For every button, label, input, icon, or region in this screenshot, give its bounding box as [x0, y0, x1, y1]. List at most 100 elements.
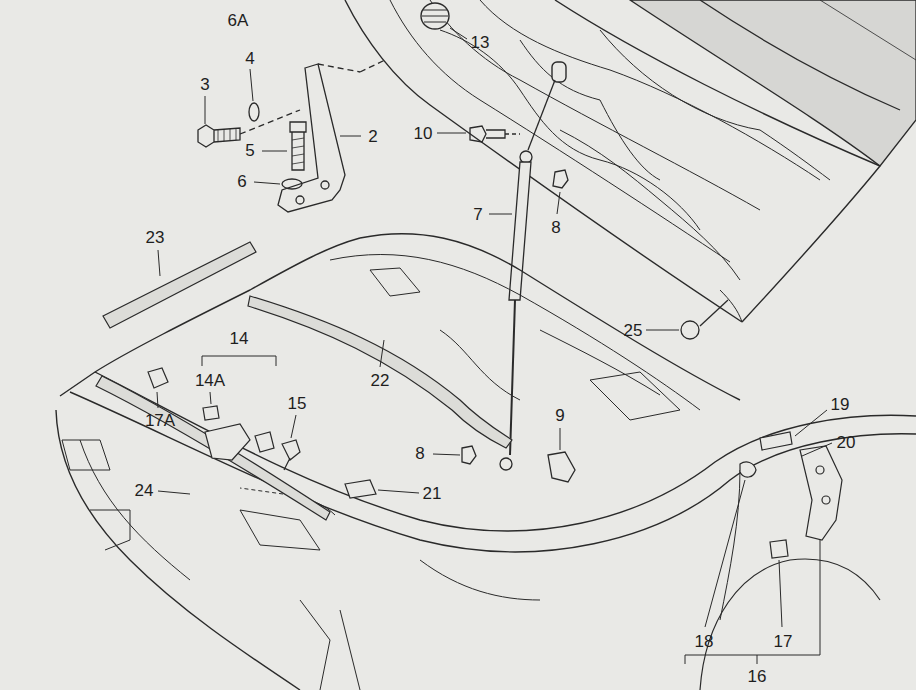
leader-lines: [646, 330, 679, 331]
seals: [96, 376, 330, 520]
body-shell: [90, 510, 130, 550]
hinge-left: [318, 64, 360, 72]
hood-panel: [520, 40, 660, 180]
leader-lines: [437, 133, 466, 134]
callout-number: 6: [235, 172, 248, 191]
hood-panel: [440, 30, 700, 230]
body-shell: [70, 392, 916, 552]
body-shell: [440, 330, 520, 400]
leader-lines: [489, 214, 512, 215]
windshield: [630, 0, 916, 166]
leader-lines: [250, 69, 253, 101]
gas-strut: [700, 300, 728, 326]
hinge-left: [360, 60, 385, 72]
hinge-left: [505, 133, 520, 134]
hood-panel: [345, 0, 742, 322]
leader-lines: [557, 192, 560, 214]
hood-panel: [555, 0, 880, 166]
latch-parts: [205, 424, 250, 460]
leader-lines: [340, 136, 361, 137]
leader-lines: [802, 443, 832, 456]
body-shell: [56, 234, 916, 690]
windshield: [820, 0, 916, 60]
hinge-left: [218, 128, 236, 141]
callout-number: 9: [553, 406, 566, 425]
leader-lines: [433, 454, 460, 455]
leader-lines: [205, 96, 206, 124]
hood-panel: [430, 0, 760, 210]
leader-lines: [254, 182, 280, 184]
hinge-left: [198, 125, 240, 147]
leader-lines: [378, 490, 419, 493]
leader-lines: [560, 428, 561, 450]
windshield: [700, 0, 900, 110]
callout-number: 17A: [143, 411, 177, 430]
body-shell: [700, 559, 880, 690]
hood-panel: [552, 62, 566, 82]
windshield: [630, 0, 916, 166]
hinge-left: [198, 60, 520, 212]
leader-lines: [705, 480, 745, 627]
hinge-left: [292, 138, 304, 164]
callout-number: 15: [286, 394, 309, 413]
body-shell: [80, 440, 190, 580]
body-shell: [95, 372, 916, 531]
leader-lines: [685, 540, 820, 664]
hinge-left: [290, 122, 306, 170]
latch-parts: [760, 432, 792, 450]
gas-strut: [520, 151, 532, 163]
latch-parts: [282, 440, 300, 470]
latch-parts: [770, 540, 788, 558]
callout-number: 14: [228, 329, 251, 348]
leader-lines: [450, 28, 467, 39]
body-shell: [420, 560, 540, 600]
body-shell: [62, 440, 110, 470]
hood-panel: [480, 0, 820, 180]
hinge-left: [470, 126, 505, 142]
leader-lines: [157, 28, 832, 664]
leader-lines: [795, 410, 827, 436]
hinge-left: [249, 103, 259, 121]
body-shell: [370, 268, 420, 296]
seals: [96, 242, 512, 520]
hood-panel: [390, 0, 730, 262]
callout-number: 21: [421, 484, 444, 503]
gas-strut: [681, 321, 699, 339]
seals: [103, 242, 256, 328]
latch-parts: [148, 368, 842, 558]
seals: [248, 296, 512, 448]
hinge-left: [321, 181, 329, 189]
body-shell: [720, 470, 740, 620]
leader-lines: [157, 392, 158, 408]
gas-strut: [528, 80, 555, 150]
callout-number: 24: [133, 481, 156, 500]
latch-parts: [740, 462, 756, 477]
gas-strut: [462, 80, 728, 482]
gas-strut: [462, 446, 476, 464]
hood-panel: [560, 130, 740, 280]
leader-lines: [202, 356, 276, 366]
hinge-left: [296, 196, 304, 204]
latch-parts: [148, 368, 168, 388]
leader-lines: [210, 392, 211, 404]
latch-parts: [816, 466, 824, 474]
callout-number: 8: [549, 218, 562, 237]
hood-panel: [421, 3, 449, 29]
leader-lines: [291, 415, 296, 438]
leader-lines: [158, 250, 160, 276]
body-shell: [330, 255, 700, 411]
callout-number: 8: [413, 444, 426, 463]
leader-lines: [380, 340, 384, 367]
callout-number: 20: [835, 433, 858, 452]
latch-parts: [822, 496, 830, 504]
hood-panel: [345, 0, 880, 322]
hood-panel: [422, 10, 448, 22]
callout-number: 3: [198, 75, 211, 94]
body-shell: [590, 372, 680, 420]
gas-strut: [509, 162, 531, 300]
callout-number: 13: [469, 33, 492, 52]
gas-strut: [500, 458, 512, 470]
gas-strut: [548, 452, 575, 482]
latch-parts: [345, 480, 376, 498]
leader-lines: [158, 491, 190, 494]
